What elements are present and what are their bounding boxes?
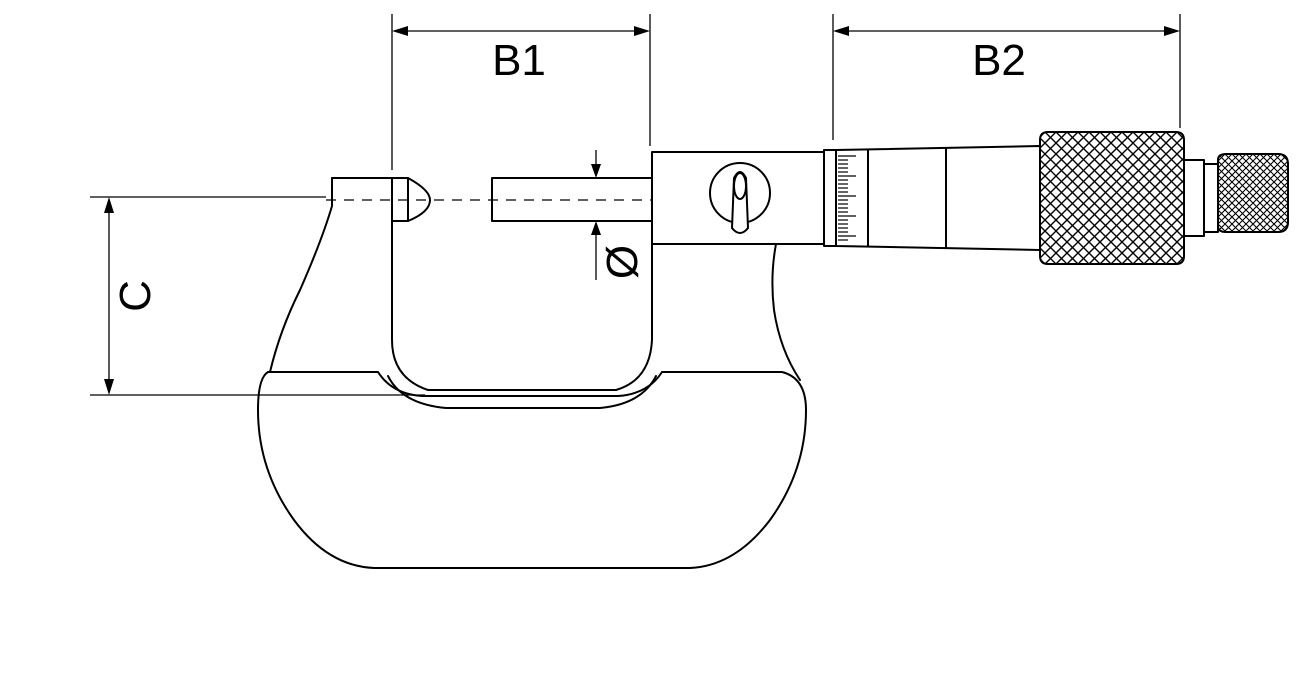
ratchet-knob [1039,131,1185,265]
thimble-body [835,145,1041,251]
label-b2: B2 [972,36,1026,85]
frame-right-neck [771,243,801,381]
dimension-diameter: Ø [590,150,652,280]
sleeve [651,151,825,245]
lock-lever-knob [733,172,747,200]
anvil-tip [391,177,431,222]
frame-left-arm-outer [269,177,333,373]
thimble-collar [823,149,837,247]
label-diameter: Ø [598,245,647,279]
thimble [823,145,1041,251]
label-c: C [111,280,160,312]
dimension-c: C [90,196,425,396]
thimble-graduation [838,155,856,241]
frame-base [257,371,807,569]
frame-left-arm-inner [331,177,653,391]
label-b1: B1 [492,36,546,85]
dimension-b2: B2 [832,14,1181,140]
micrometer-frame [257,177,807,569]
friction-stop [1183,153,1289,237]
dimension-b1: B1 [391,14,651,170]
frame-inner-groove [387,375,657,409]
